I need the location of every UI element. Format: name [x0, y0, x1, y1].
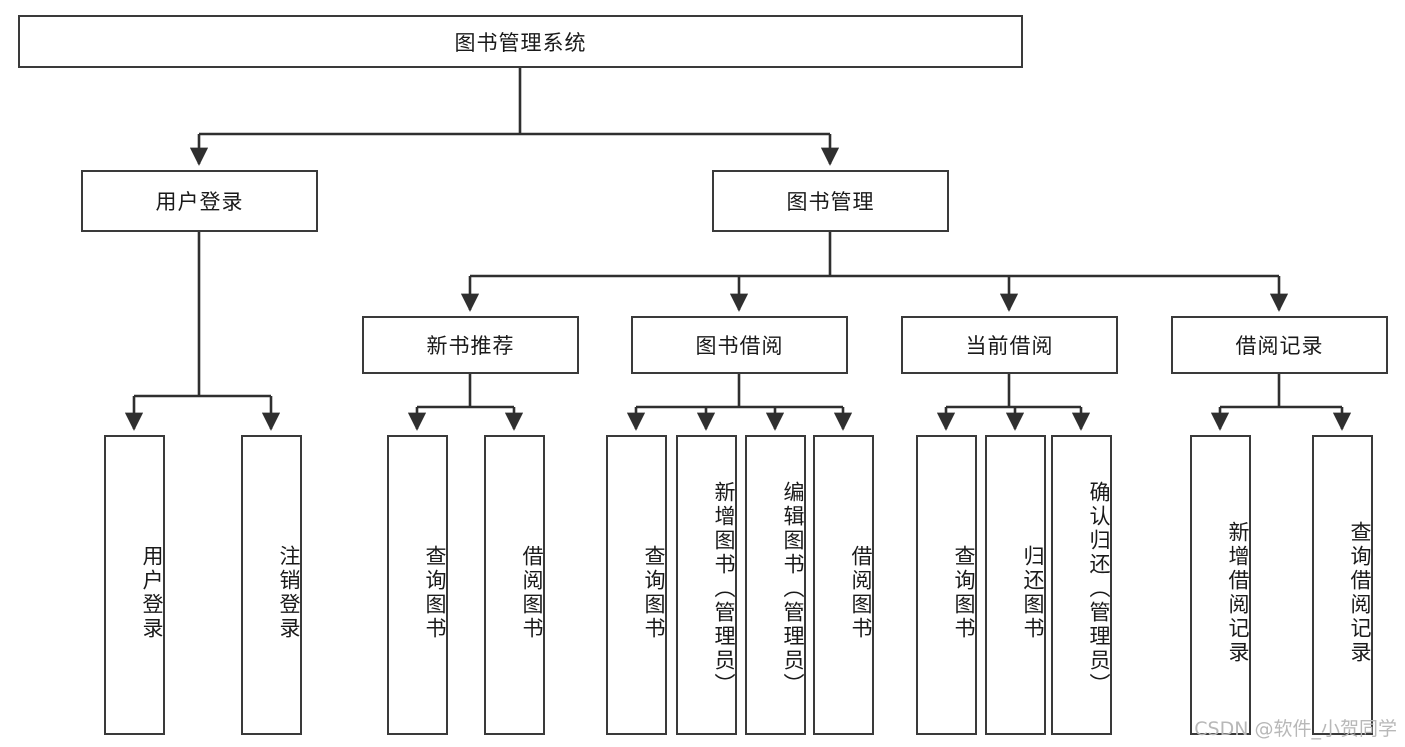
node-label: 编辑图书（管理员） — [781, 481, 805, 697]
leaf-confirm-return-admin[interactable]: 确认归还（管理员） — [1051, 435, 1112, 735]
leaf-query-borrow-record[interactable]: 查询借阅记录 — [1312, 435, 1373, 735]
leaf-add-borrow-record[interactable]: 新增借阅记录 — [1190, 435, 1251, 735]
node-label: 查询借阅记录 — [1348, 521, 1372, 665]
node-label: 用户登录 — [140, 545, 164, 641]
node-label: 新增借阅记录 — [1226, 521, 1250, 665]
leaf-query-books-borrowing[interactable]: 查询图书 — [606, 435, 667, 735]
node-user-login[interactable]: 用户登录 — [81, 170, 318, 232]
leaf-borrow-books-borrowing[interactable]: 借阅图书 — [813, 435, 874, 735]
node-root-book-management-system[interactable]: 图书管理系统 — [18, 15, 1023, 68]
node-new-book-recommendation[interactable]: 新书推荐 — [362, 316, 579, 374]
node-label: 查询图书 — [952, 545, 976, 641]
leaf-query-books-recommend[interactable]: 查询图书 — [387, 435, 448, 735]
leaf-logout[interactable]: 注销登录 — [241, 435, 302, 735]
node-label: 查询图书 — [423, 545, 447, 641]
node-label: 注销登录 — [277, 545, 301, 641]
node-label: 新书推荐 — [426, 334, 515, 358]
leaf-edit-book-admin[interactable]: 编辑图书（管理员） — [745, 435, 806, 735]
leaf-add-book-admin[interactable]: 新增图书（管理员） — [676, 435, 737, 735]
node-label: 确认归还（管理员） — [1087, 481, 1111, 697]
leaf-return-books[interactable]: 归还图书 — [985, 435, 1046, 735]
node-label: 归还图书 — [1021, 545, 1045, 641]
node-label: 借阅图书 — [520, 545, 544, 641]
leaf-query-books-current[interactable]: 查询图书 — [916, 435, 977, 735]
node-current-borrowing[interactable]: 当前借阅 — [901, 316, 1118, 374]
node-book-management[interactable]: 图书管理 — [712, 170, 949, 232]
node-label: 图书借阅 — [695, 334, 784, 358]
node-label: 新增图书（管理员） — [712, 481, 736, 697]
node-book-borrowing[interactable]: 图书借阅 — [631, 316, 848, 374]
leaf-borrow-books-recommend[interactable]: 借阅图书 — [484, 435, 545, 735]
node-label: 图书管理系统 — [454, 30, 587, 55]
csdn-watermark: CSDN @软件_小贺同学 — [1194, 718, 1397, 740]
node-label: 借阅记录 — [1235, 334, 1324, 358]
node-label: 查询图书 — [642, 545, 666, 641]
node-borrowing-records[interactable]: 借阅记录 — [1171, 316, 1388, 374]
leaf-user-login[interactable]: 用户登录 — [104, 435, 165, 735]
node-label: 图书管理 — [786, 190, 875, 214]
node-label: 用户登录 — [155, 190, 244, 214]
node-label: 当前借阅 — [965, 334, 1054, 358]
node-label: 借阅图书 — [849, 545, 873, 641]
